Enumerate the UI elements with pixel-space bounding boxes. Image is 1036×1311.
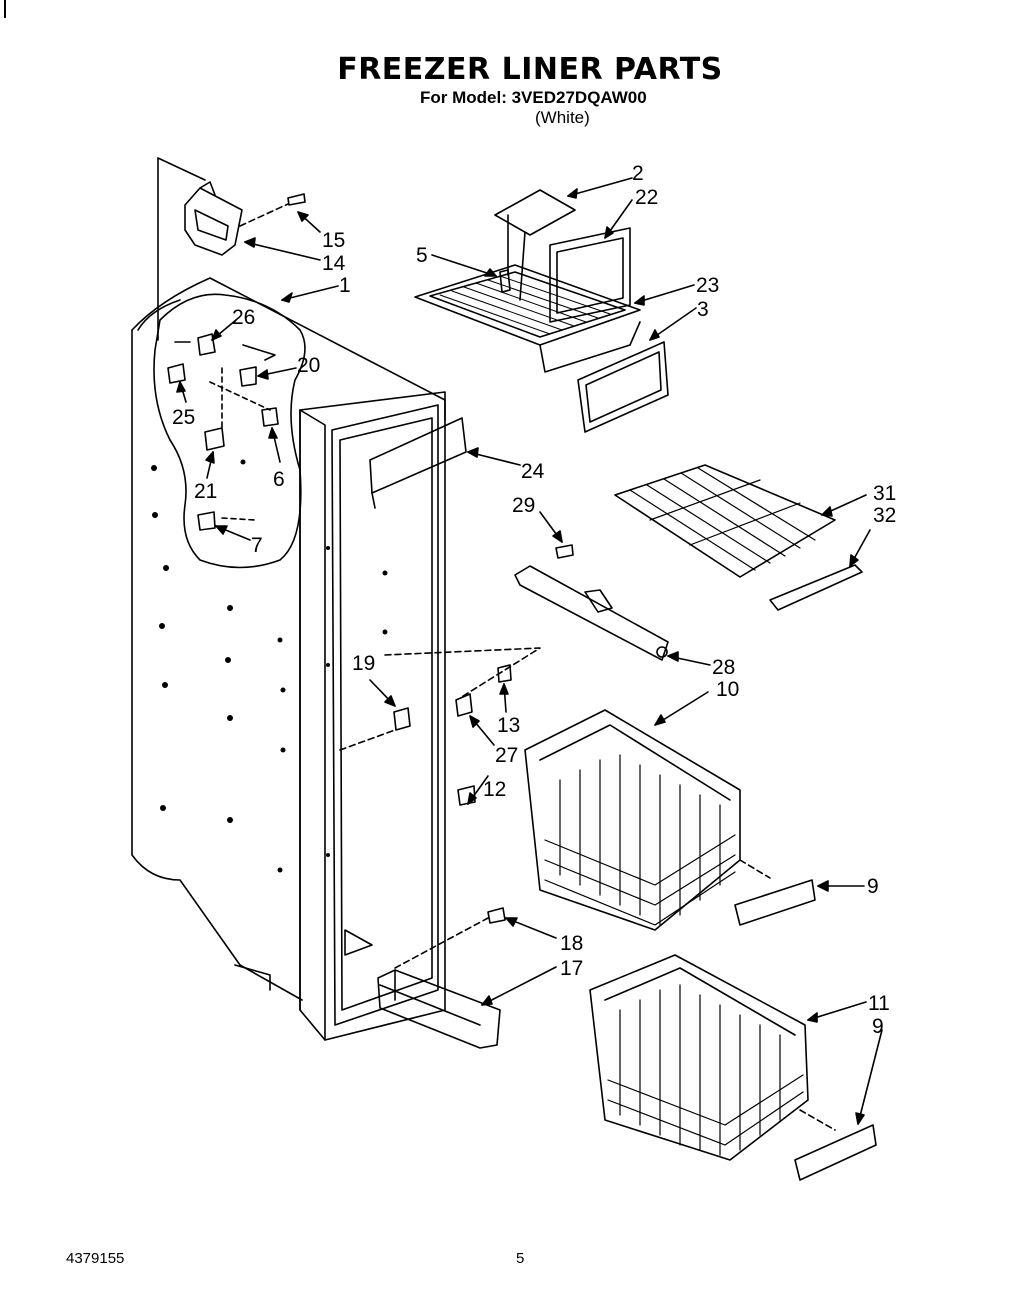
callout-23: 23 (696, 274, 719, 297)
callout-6: 6 (273, 468, 285, 491)
leader-lines (176, 177, 883, 1125)
callout-2: 2 (632, 162, 644, 185)
callout-5: 5 (416, 244, 428, 267)
callout-29: 29 (512, 494, 535, 517)
callout-13: 13 (497, 714, 520, 737)
freezer-liner (131, 157, 446, 1041)
callout-21: 21 (194, 480, 217, 503)
wire-shelf-31 (614, 464, 836, 578)
callout-3: 3 (697, 298, 709, 321)
callout-9-upper: 9 (867, 875, 879, 898)
callout-12: 12 (483, 778, 506, 801)
screw-18 (394, 907, 506, 969)
handle-bracket (184, 181, 243, 256)
callout-17: 17 (560, 957, 583, 980)
callout-20: 20 (297, 354, 320, 377)
drawer-cover-17 (377, 969, 501, 1049)
screw-15 (287, 193, 306, 206)
shelf-trim-32 (769, 564, 863, 611)
callout-19: 19 (352, 652, 375, 675)
screw-29 (555, 544, 574, 559)
callout-18: 18 (560, 932, 583, 955)
callout-numbers: 1 2 22 5 23 3 15 14 26 20 25 6 21 7 24 2… (172, 162, 896, 1038)
callout-25: 25 (172, 406, 195, 429)
shelf-front-3 (577, 341, 669, 433)
basket-front-9-upper (734, 859, 816, 926)
small-fittings (167, 333, 279, 531)
callout-15: 15 (322, 229, 345, 252)
callout-31: 31 (873, 482, 896, 505)
callout-28: 28 (712, 656, 735, 679)
callout-9-lower: 9 (872, 1015, 884, 1038)
callout-27: 27 (495, 744, 518, 767)
callout-32: 32 (873, 504, 896, 527)
page-title: FREEZER LINER PARTS (337, 52, 723, 87)
callout-26: 26 (232, 306, 255, 329)
basket-front-9-lower (794, 1109, 877, 1181)
page-number: 5 (516, 1250, 525, 1267)
basket-11 (589, 954, 809, 1161)
callout-24: 24 (521, 460, 545, 483)
document-number: 4379155 (66, 1250, 125, 1267)
clips (339, 647, 541, 806)
basket-10 (524, 709, 741, 931)
model-line: For Model: 3VED27DQAW00 (420, 88, 647, 107)
rail-28 (514, 565, 669, 661)
color-variant: (White) (535, 108, 590, 127)
callout-14: 14 (322, 252, 346, 275)
shelf-assembly (414, 189, 641, 373)
corner-mark (4, 0, 6, 18)
callout-1: 1 (339, 274, 351, 297)
callout-10: 10 (716, 678, 739, 701)
callout-7: 7 (251, 534, 263, 557)
callout-11: 11 (868, 992, 890, 1015)
callout-22: 22 (635, 186, 658, 209)
guide-24 (369, 417, 467, 509)
